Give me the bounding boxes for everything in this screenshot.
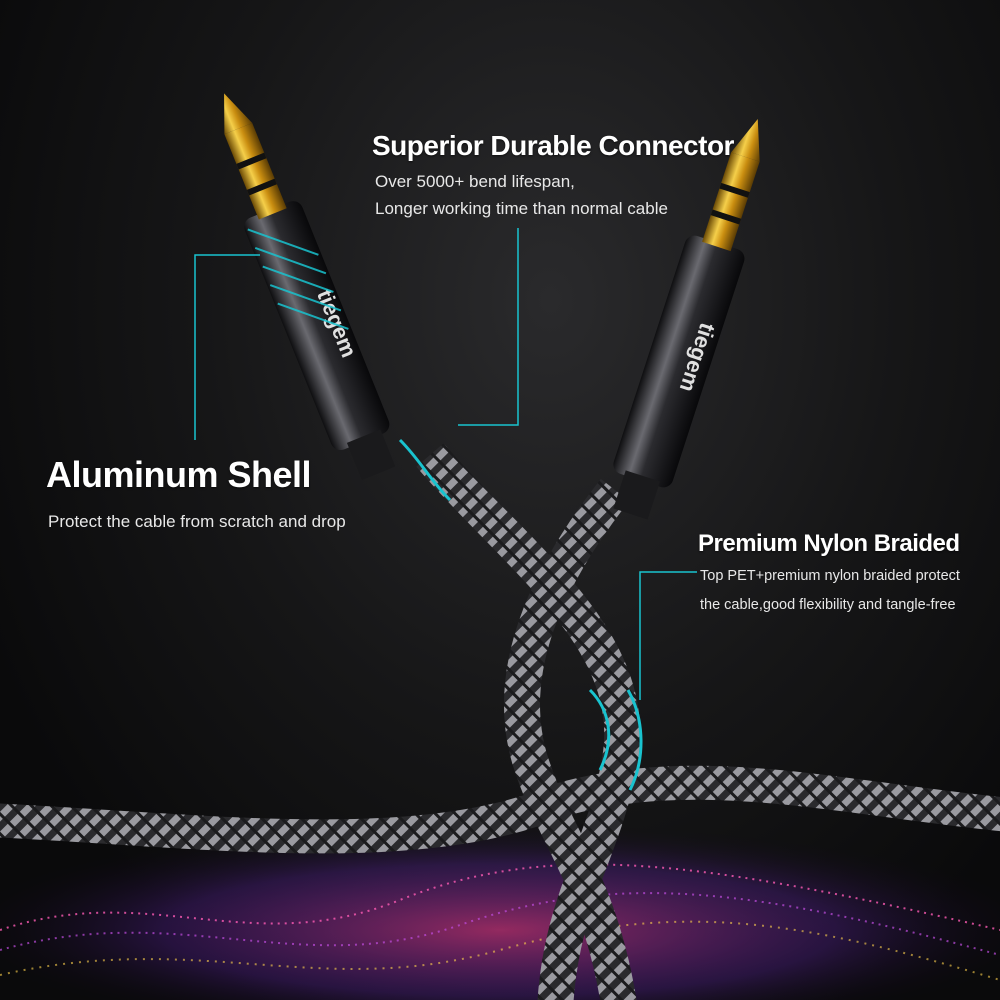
braided-cable-right <box>504 478 637 1000</box>
connector-desc-line-1: Over 5000+ bend lifespan, <box>375 172 575 191</box>
right-connector: tiegem <box>613 118 760 520</box>
sound-wave-glow <box>0 820 1000 1000</box>
braid-desc-line-2: the cable,good flexibility and tangle-fr… <box>700 597 956 613</box>
connector-feature-title: Superior Durable Connector <box>372 130 734 161</box>
braid-feature-title: Premium Nylon Braided <box>698 530 960 557</box>
connector-desc-line-2: Longer working time than normal cable <box>375 199 668 219</box>
callout-lines <box>194 228 697 791</box>
connector-feature-description: Over 5000+ bend lifespan, Longer working… <box>375 168 668 222</box>
shell-feature-description: Protect the cable from scratch and drop <box>48 508 346 535</box>
shell-feature-title: Aluminum Shell <box>46 454 312 495</box>
shell-desc-line-1: Protect the cable from scratch and drop <box>48 512 346 531</box>
braid-desc-line-1: Top PET+premium nylon braided protect <box>700 568 960 584</box>
braided-cable-left <box>416 443 641 1000</box>
left-connector: tiegem <box>224 93 396 480</box>
braid-feature-description: Top PET+premium nylon braided protect th… <box>700 562 960 620</box>
braided-cable-bottom <box>0 765 1000 854</box>
